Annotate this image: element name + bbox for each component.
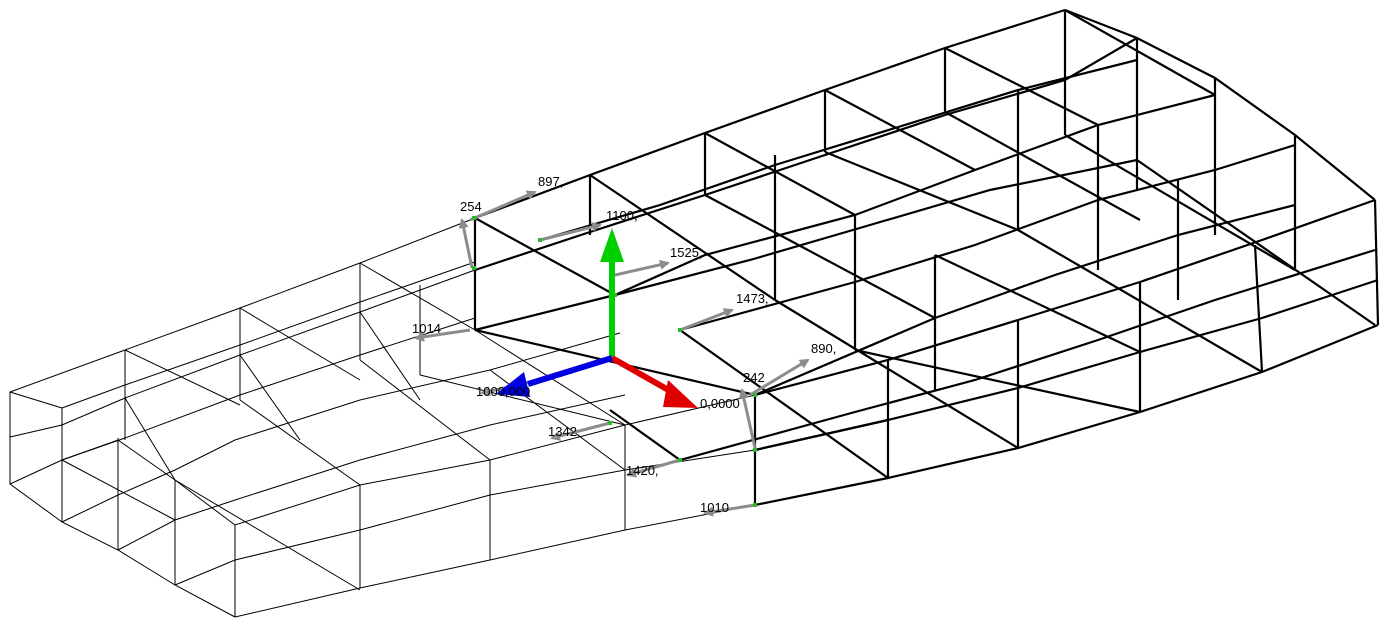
x-axis-shaft [610, 355, 674, 395]
wireframe-mesh-thin [9, 219, 756, 618]
dimension-arrow [626, 458, 681, 478]
dimension-arrow [614, 259, 670, 277]
dimension-arrow [679, 308, 734, 332]
dimension-arrow [703, 503, 756, 517]
dimension-label-1014: 1014 [412, 321, 441, 336]
dimension-label-254: 254 [460, 199, 482, 214]
dimension-label-897: 897, [538, 174, 563, 189]
axis-triad[interactable] [496, 228, 698, 408]
dimension-label-242: 242 [743, 370, 765, 385]
node-marker [608, 421, 612, 425]
node-marker [472, 216, 476, 220]
node-marker [678, 458, 682, 462]
node-marker [472, 266, 476, 270]
z-axis-shaft [527, 355, 613, 387]
dimension-arrow [539, 222, 602, 242]
dimension-arrow [738, 388, 757, 449]
node-marker [538, 238, 542, 242]
dimension-label-1342: 1342, [548, 424, 581, 439]
dimension-label-1420: 1420, [626, 463, 659, 478]
axis-label-z: 1000,000 [476, 384, 530, 399]
dimension-labels: 254 897, 1100, 1525, 1473, 890, 242 1014… [412, 174, 836, 515]
dimension-label-1010: 1010 [700, 500, 729, 515]
z-axis-arrowhead [496, 372, 530, 397]
dimension-arrow [749, 358, 810, 397]
node-marker [678, 328, 682, 332]
dimension-arrow [458, 218, 474, 269]
axis-label-x: 0,0000 [700, 396, 740, 411]
dimension-arrows [414, 190, 810, 517]
node-marker [753, 393, 757, 397]
y-axis-arrowhead [600, 228, 624, 262]
dimension-arrow [469, 190, 537, 222]
x-axis-arrowhead [663, 380, 698, 408]
dimension-arrow [550, 421, 611, 441]
dimension-arrow [414, 328, 471, 342]
dimension-label-1473: 1473, [736, 291, 769, 306]
dimension-label-1525: 1525, [670, 245, 703, 260]
dimension-label-1100: 1100, [606, 208, 638, 223]
dimension-label-890: 890, [811, 341, 836, 356]
node-marker [753, 503, 757, 507]
node-marker [753, 448, 757, 452]
